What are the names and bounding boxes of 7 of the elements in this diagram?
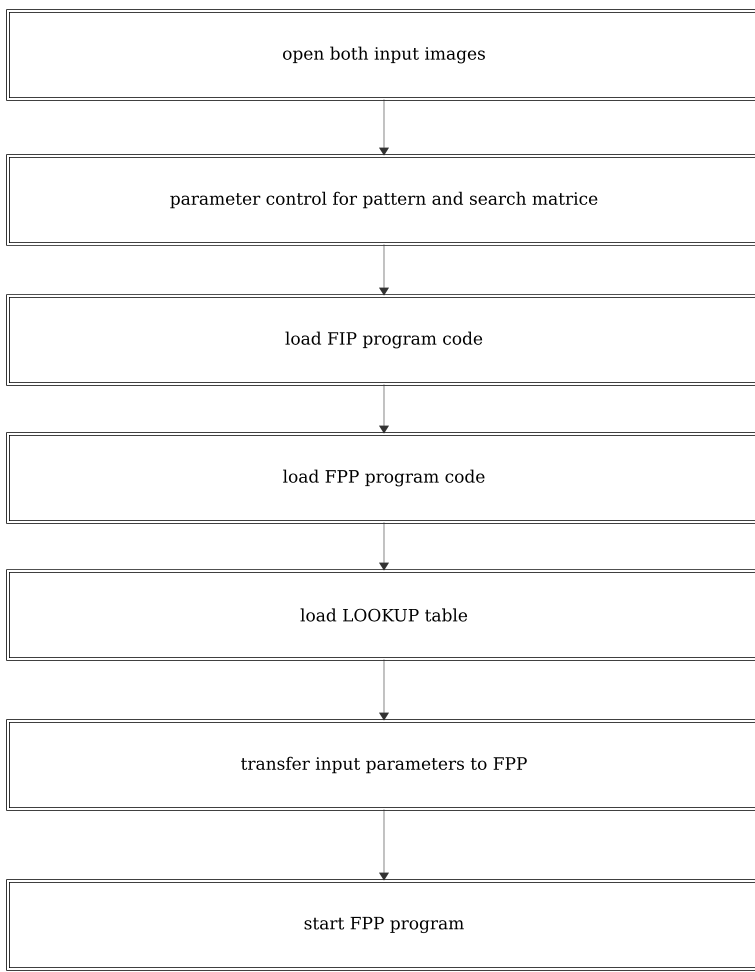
process-box: load FIP program code [6,294,755,386]
process-box: load LOOKUP table [6,569,755,661]
process-box: open both input images [6,9,755,101]
process-box: parameter control for pattern and search matrice [6,154,755,246]
process-box: transfer input parameters to FPP [6,719,755,811]
process-box: load FPP program code [6,432,755,524]
process-box: start FPP program [6,879,755,971]
